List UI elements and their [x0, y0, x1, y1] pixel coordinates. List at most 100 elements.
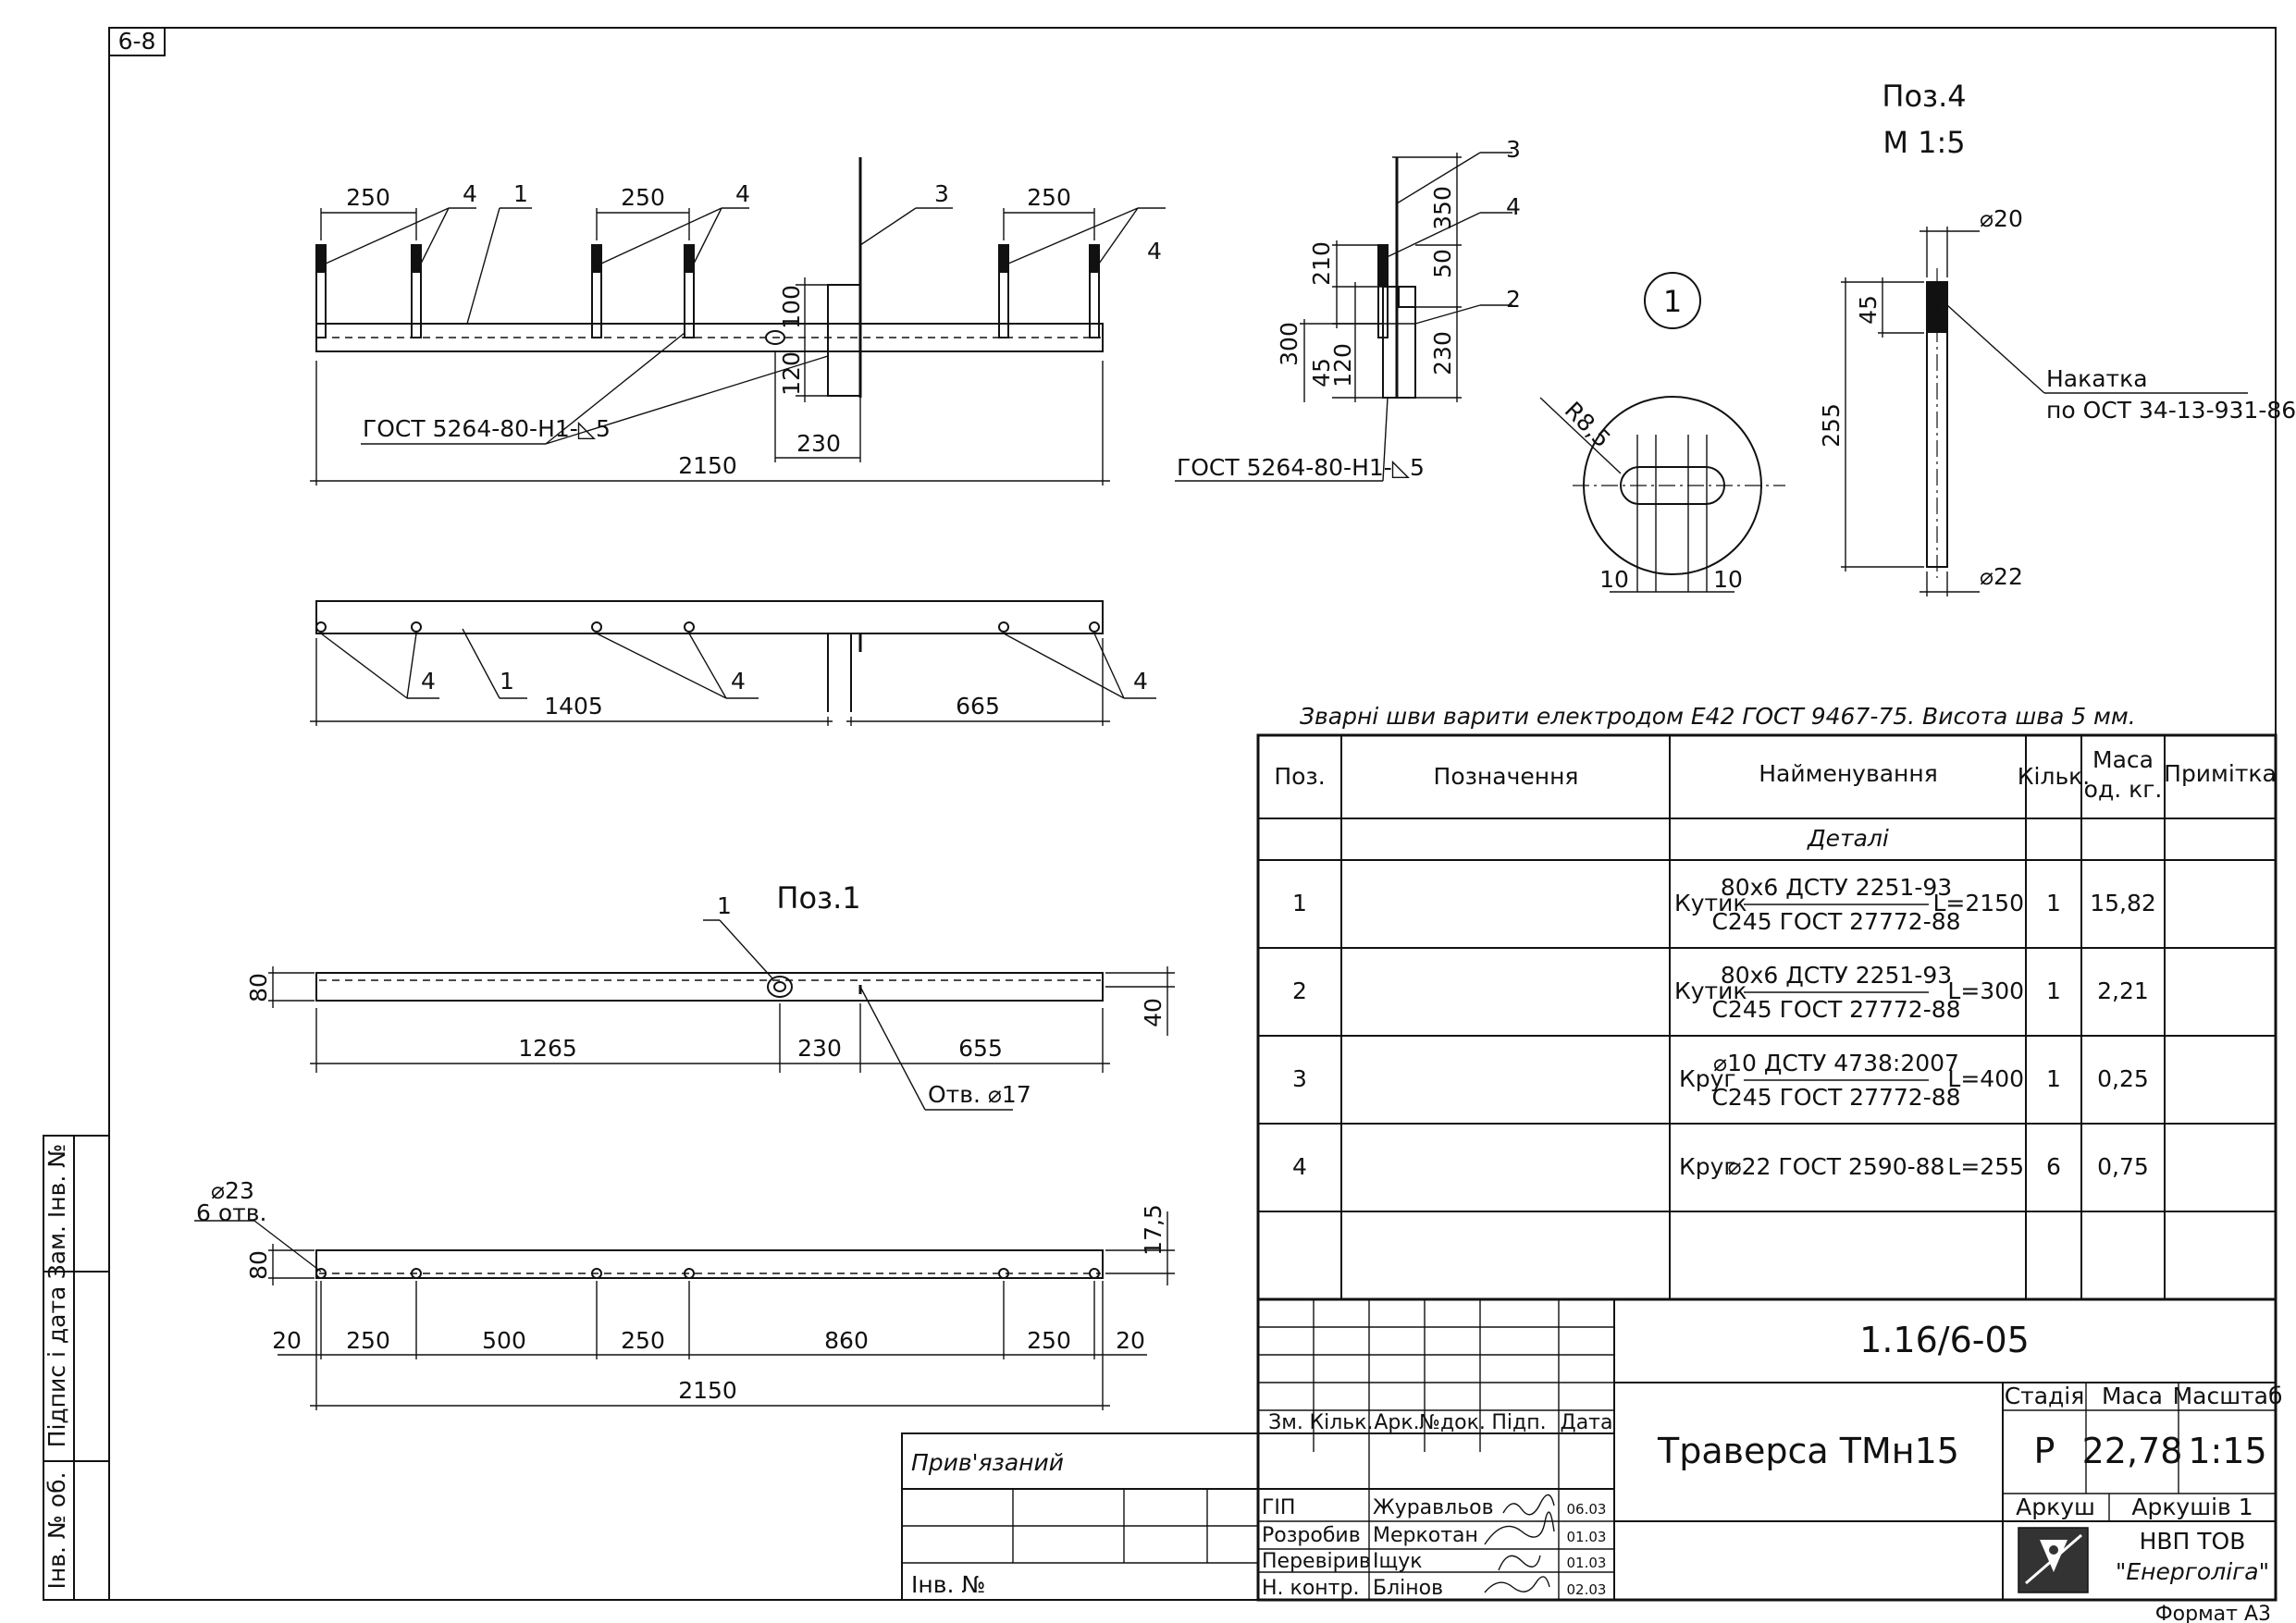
- leader-front-1: 1: [513, 180, 528, 207]
- scale-value: 1:15: [2188, 1431, 2266, 1471]
- poz1-dim-17-5: 17,5: [1140, 1204, 1167, 1256]
- scale-label: Масштаб: [2173, 1383, 2283, 1409]
- signer-role-gip: ГІП: [1262, 1496, 1295, 1519]
- leader-front-4c: 4: [1147, 238, 1162, 264]
- side-label-signature: Підпис і дата: [43, 1286, 70, 1448]
- spec-header-mass-2: од. кг.: [2084, 776, 2163, 803]
- change-header-doc: №док.: [1419, 1411, 1486, 1434]
- leader-side-4: 4: [1506, 193, 1521, 220]
- spec-row-4-name: Круг: [1679, 1153, 1736, 1180]
- detail-circle-label: 1: [1663, 284, 1682, 319]
- spec-row-2-bottom: С245 ГОСТ 27772-88: [1711, 996, 1960, 1023]
- dim-plan-1405: 1405: [544, 693, 603, 719]
- spec-header-pos: Поз.: [1274, 763, 1325, 790]
- dim-front-250b: 250: [621, 184, 665, 211]
- spec-row-2-mass: 2,21: [2097, 977, 2149, 1004]
- leader-front-3: 3: [934, 180, 949, 207]
- change-header-sign: Підп.: [1491, 1411, 1546, 1434]
- spec-row-3-qty: 1: [2046, 1065, 2061, 1092]
- signer-role-developer: Розробив: [1262, 1524, 1361, 1547]
- spec-row-1-pos: 1: [1292, 890, 1307, 916]
- detail-radius: R8,5: [1560, 397, 1616, 453]
- dim-side-210: 210: [1308, 241, 1335, 286]
- dim-side-45: 45: [1308, 358, 1335, 387]
- dim-front-230: 230: [796, 430, 841, 457]
- signer-row-normcontrol: Н. контр. Блінов 02.03: [1262, 1576, 1607, 1600]
- signer-date-normcontrol: 02.03: [1567, 1581, 1607, 1598]
- poz4-dim-d22: ⌀22: [1980, 563, 2023, 590]
- dim-front-250c: 250: [1027, 184, 1071, 211]
- poz4-dim-d20: ⌀20: [1980, 205, 2023, 232]
- spec-header-qty: Кільк.: [2018, 763, 2090, 790]
- dim-front-100: 100: [778, 285, 805, 329]
- mass-label: Маса: [2102, 1383, 2163, 1409]
- signer-name-checker: Іщук: [1373, 1550, 1423, 1573]
- poz1-dim-1265: 1265: [518, 1035, 577, 1062]
- spec-row-3: 3 Круг ⌀10 ДСТУ 4738:2007 С245 ГОСТ 2777…: [1292, 1050, 2149, 1111]
- dim-plan-665: 665: [956, 693, 1000, 719]
- poz1-dim-20a: 20: [272, 1327, 302, 1354]
- signer-name-normcontrol: Блінов: [1373, 1577, 1443, 1600]
- leader-front-4a: 4: [463, 180, 477, 207]
- change-header-date: Дата: [1561, 1411, 1613, 1434]
- poz1-dim-2150: 2150: [678, 1377, 737, 1404]
- poz1-dim-230: 230: [797, 1035, 842, 1062]
- spec-row-1-mass: 15,82: [2090, 890, 2156, 916]
- poz1-dim-250a: 250: [346, 1327, 390, 1354]
- dim-side-50: 50: [1429, 249, 1456, 278]
- poz1-dim-80: 80: [245, 973, 272, 1002]
- spec-row-4-pos: 4: [1292, 1153, 1307, 1180]
- stage-value: Р: [2034, 1431, 2055, 1471]
- signer-name-gip: Журавльов: [1373, 1496, 1494, 1519]
- spec-row-4-length: L=255: [1947, 1153, 2024, 1180]
- inventory-label: Інв. №: [911, 1571, 985, 1598]
- signer-date-developer: 01.03: [1567, 1529, 1607, 1545]
- spec-row-2-qty: 1: [2046, 977, 2061, 1004]
- signer-date-checker: 01.03: [1567, 1555, 1607, 1571]
- spec-row-4-qty: 6: [2046, 1153, 2061, 1180]
- linked-label: Прив'язаний: [911, 1449, 1064, 1476]
- spec-row-3-pos: 3: [1292, 1065, 1307, 1092]
- leader-plan-4b: 4: [731, 668, 746, 695]
- leader-plan-1: 1: [500, 668, 514, 695]
- weld-note-side: ГОСТ 5264-80-Н1-◺5: [1177, 454, 1425, 481]
- detail-1: 1 R8,5 10 10: [1539, 272, 1785, 593]
- leader-plan-4a: 4: [421, 668, 436, 695]
- signer-date-gip: 06.03: [1567, 1501, 1607, 1518]
- company-line-2: "Енерголіга": [2116, 1558, 2269, 1585]
- title-block: Прив'язаний Інв. № Зм. Кільк. Арк. №док.…: [901, 1297, 2283, 1602]
- spec-header-note: Примітка: [2164, 760, 2277, 787]
- spec-row-1-top: 80х6 ДСТУ 2251-93: [1721, 874, 1952, 901]
- spec-section-details: Деталі: [1807, 825, 1889, 852]
- spec-table: Поз. Позначення Найменування Кільк. Маса…: [1256, 733, 2277, 1301]
- spec-row-4-mass: 0,75: [2097, 1153, 2149, 1180]
- view-poz1-bottom: ⌀23 6 отв. 80 17,5 20 250 500 250 860 25…: [194, 1177, 1175, 1410]
- poz4-dim-255: 255: [1818, 403, 1845, 448]
- spec-row-1-name: Кутик: [1674, 890, 1747, 916]
- signer-row-developer: Розробив Меркотан 01.03: [1262, 1511, 1607, 1547]
- dim-front-250a: 250: [346, 184, 390, 211]
- spec-row-3-length: L=400: [1947, 1065, 2024, 1092]
- poz4-note-1: Накатка: [2046, 365, 2148, 392]
- detail-dim-10b: 10: [1713, 566, 1743, 593]
- view-poz4: Поз.4 М 1:5 ⌀20 45 255 ⌀22 Накатка по ОС…: [1818, 79, 2296, 596]
- dim-side-120: 120: [1329, 343, 1356, 387]
- view-front: 250 250 250 2150 230 100 120 4 1 4 3 4 Г…: [310, 157, 1166, 486]
- weld-note-front: ГОСТ 5264-80-Н1-◺5: [363, 415, 611, 442]
- poz1-dim-80b: 80: [245, 1250, 272, 1280]
- signature-developer: [1484, 1511, 1555, 1545]
- change-header-sheet: Арк.: [1374, 1411, 1419, 1434]
- side-label-replace: Зам. Інв. №: [43, 1144, 70, 1279]
- dim-side-230: 230: [1429, 331, 1456, 375]
- poz1-dim-40: 40: [1140, 998, 1167, 1027]
- company-logo: [2018, 1527, 2089, 1593]
- signer-row-checker: Перевірив Іщук 01.03: [1262, 1550, 1606, 1573]
- poz1-dim-860: 860: [824, 1327, 869, 1354]
- dim-side-350: 350: [1429, 186, 1456, 230]
- dim-front-2150: 2150: [678, 452, 737, 479]
- signer-row-gip: ГІП Журавльов 06.03: [1262, 1494, 1606, 1519]
- spec-row-2-pos: 2: [1292, 977, 1307, 1004]
- spec-row-4-top: ⌀22 ГОСТ 2590-88: [1728, 1153, 1945, 1180]
- spec-row-2-name: Кутик: [1674, 977, 1747, 1004]
- poz4-dim-45: 45: [1855, 295, 1882, 325]
